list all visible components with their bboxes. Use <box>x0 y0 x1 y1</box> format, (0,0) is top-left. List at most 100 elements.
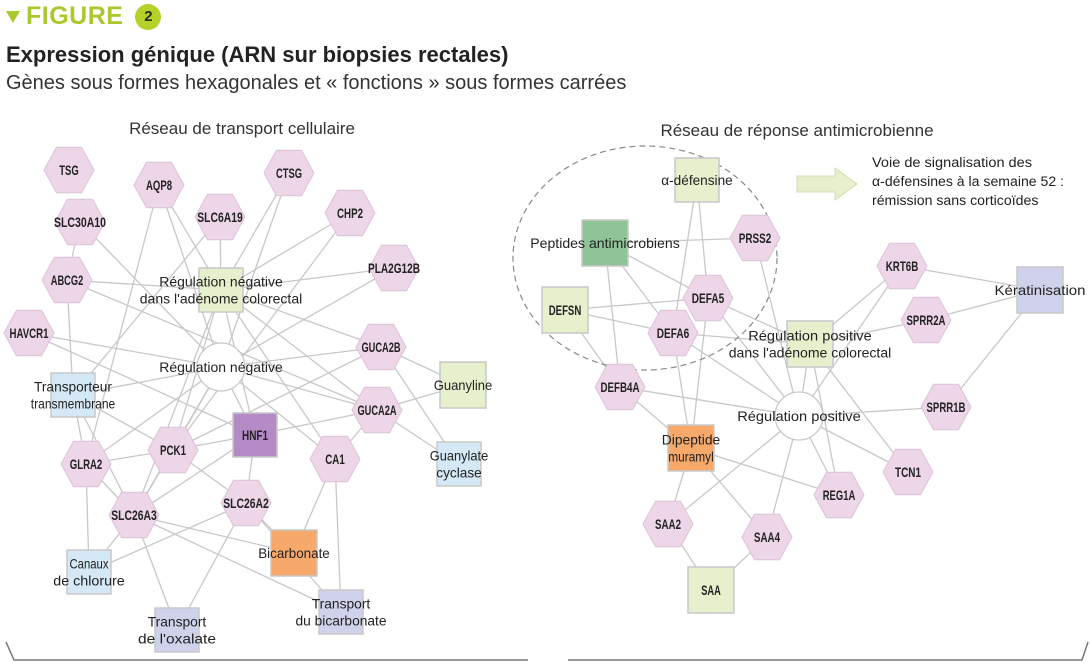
edge-pla2g12b-rnac <box>220 267 395 291</box>
node-label-defa6: DEFA6 <box>657 325 690 341</box>
node-adef[interactable] <box>674 157 720 203</box>
node-pck1[interactable] <box>147 426 199 474</box>
node-chp2[interactable] <box>324 189 376 237</box>
edge-rn-glra2 <box>85 366 222 465</box>
node-dm[interactable] <box>667 424 715 472</box>
edge-rnac-guca2b <box>220 289 382 348</box>
node-label-aqp8: AQP8 <box>146 177 172 193</box>
node-guca2b[interactable] <box>355 323 407 371</box>
gene-hexagon <box>647 309 699 357</box>
node-defa5[interactable] <box>682 274 734 322</box>
edge-pep-defb4a <box>604 242 621 388</box>
node-abcg2[interactable] <box>41 256 93 304</box>
node-slc26a3[interactable] <box>108 491 160 539</box>
gene-hexagon <box>920 383 972 431</box>
function-square <box>198 267 244 313</box>
function-square <box>667 424 715 472</box>
edge-prss2-rp <box>754 237 800 417</box>
node-prss2[interactable] <box>729 214 781 262</box>
gene-hexagon <box>220 479 272 527</box>
edge-aqp8-glra2 <box>85 184 160 465</box>
node-label-guanyline: Guanyline <box>434 377 493 393</box>
node-label-slc26a2: SLC26A2 <box>223 495 269 511</box>
gene-hexagon <box>813 471 865 519</box>
edge-slc30a10-rn <box>79 221 222 368</box>
gene-hexagon <box>355 323 407 371</box>
edge-slc26a2-cc <box>88 502 247 573</box>
node-saa2[interactable] <box>642 500 694 548</box>
node-label-prss2: PRSS2 <box>739 230 772 246</box>
node-label-tt: Transporteur <box>34 379 112 395</box>
node-reg1a[interactable] <box>813 471 865 519</box>
node-kerat[interactable] <box>1016 266 1064 314</box>
node-havcr1[interactable] <box>3 309 55 357</box>
function-square <box>318 589 364 635</box>
node-aqp8[interactable] <box>133 161 185 209</box>
nodes-layer <box>3 146 1064 653</box>
node-tb[interactable] <box>318 589 364 635</box>
node-bicarb[interactable] <box>270 529 318 577</box>
node-sprr1b[interactable] <box>920 383 972 431</box>
function-square <box>687 566 735 614</box>
node-gc[interactable] <box>436 441 482 487</box>
node-rn[interactable] <box>196 342 246 392</box>
node-label-defb4a: DEFB4A <box>601 379 640 395</box>
node-label-bicarb: Bicarbonate <box>258 545 330 561</box>
edge-chp2-pck1 <box>172 212 351 451</box>
node-pla2g12b[interactable] <box>368 244 420 292</box>
node-rnac[interactable] <box>198 267 244 313</box>
node-label-saa2: SAA2 <box>655 516 681 532</box>
node-to[interactable] <box>154 607 200 653</box>
node-rpac[interactable] <box>786 320 834 368</box>
node-slc30a10[interactable] <box>54 198 106 246</box>
edge-dm-reg1a <box>690 447 840 496</box>
pathway-annotation-line: Voie de signalisation des <box>872 155 1032 170</box>
node-sprr2a[interactable] <box>900 296 952 344</box>
node-defa6[interactable] <box>647 309 699 357</box>
node-slc6a19[interactable] <box>194 193 246 241</box>
node-saa[interactable] <box>687 566 735 614</box>
node-label-to: Transport <box>148 614 207 630</box>
function-square <box>541 286 589 334</box>
node-tt[interactable] <box>50 372 96 418</box>
node-label-rp: Régulation positive <box>737 408 861 424</box>
node-defb4a[interactable] <box>594 363 646 411</box>
function-square <box>674 157 720 203</box>
node-label-tt: transmembrane <box>31 395 116 411</box>
node-label-guca2a: GUCA2A <box>358 402 397 418</box>
node-label-kerat: Kératinisation <box>995 282 1086 298</box>
node-krt6b[interactable] <box>876 242 928 290</box>
network-title-antimicrobial: Réseau de réponse antimicrobienne <box>660 121 933 140</box>
node-hnf1[interactable] <box>232 412 278 458</box>
node-label-pck1: PCK1 <box>160 442 186 458</box>
node-saa4[interactable] <box>741 513 793 561</box>
node-cc[interactable] <box>66 549 112 595</box>
node-label-tcn1: TCN1 <box>895 464 921 480</box>
node-label-adef: α-défensine <box>661 172 733 188</box>
node-label-chp2: CHP2 <box>337 205 363 221</box>
node-guca2a[interactable] <box>351 386 403 434</box>
node-label-saa: SAA <box>701 582 721 598</box>
network-title-transport: Réseau de transport cellulaire <box>129 119 355 138</box>
figure-subtitle: Gènes sous formes hexagonales et « fonct… <box>6 72 627 94</box>
node-rp[interactable] <box>774 391 824 441</box>
node-label-tb: Transport <box>312 596 371 612</box>
edge-rn-tt <box>72 366 222 396</box>
node-slc26a2[interactable] <box>220 479 272 527</box>
node-tcn1[interactable] <box>882 448 934 496</box>
node-defsn[interactable] <box>541 286 589 334</box>
node-ca1[interactable] <box>309 435 361 483</box>
node-tsg[interactable] <box>43 146 95 194</box>
node-ctsg[interactable] <box>263 149 315 197</box>
node-guanyline[interactable] <box>439 361 487 409</box>
node-glra2[interactable] <box>60 440 112 488</box>
edge-defa5-rp <box>707 297 800 417</box>
edge-slc6a19-tt <box>72 216 221 396</box>
arrow-right-icon <box>796 167 858 201</box>
node-pep[interactable] <box>581 219 629 267</box>
edge-havcr1-hnf1 <box>28 332 256 436</box>
edge-havcr1-rn <box>28 332 222 368</box>
function-square <box>439 361 487 409</box>
gene-hexagon <box>368 244 420 292</box>
transport-network-bracket <box>5 641 528 661</box>
